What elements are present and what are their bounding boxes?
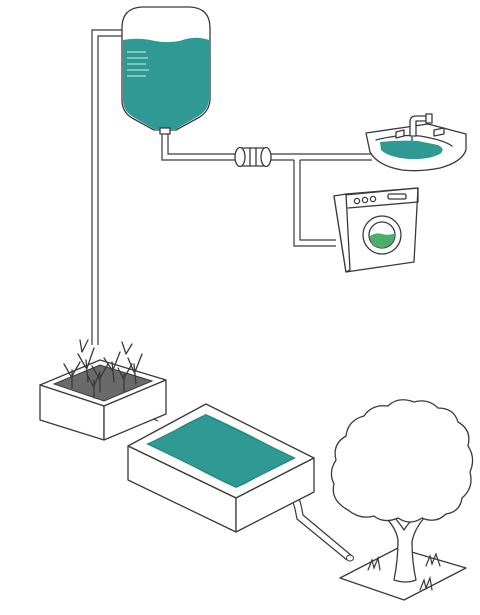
supply-pipe-right — [270, 153, 372, 161]
reed-bed — [39, 339, 167, 441]
tank-water — [123, 37, 209, 129]
inline-filter — [234, 146, 272, 168]
supply-pipe — [161, 132, 236, 161]
faucet-icon — [395, 113, 445, 139]
tree — [330, 399, 474, 601]
riser-pipe — [91, 29, 122, 345]
tank-outlet — [159, 127, 171, 135]
reed-bed-soil — [52, 364, 154, 402]
reed-plants — [63, 339, 143, 399]
settling-pond — [127, 403, 315, 533]
storage-tank — [121, 6, 211, 135]
machine-branch-pipe — [293, 160, 336, 247]
pond-water — [146, 414, 296, 488]
drain-pipe-end — [346, 554, 354, 562]
washing-machine — [333, 187, 419, 273]
grass-tufts — [367, 552, 441, 591]
control-knobs — [353, 193, 407, 205]
sink — [365, 113, 467, 172]
tank-gauge — [127, 51, 149, 77]
drum-water — [370, 233, 395, 248]
sink-basin-water — [380, 140, 443, 160]
tree-canopy — [330, 399, 474, 523]
